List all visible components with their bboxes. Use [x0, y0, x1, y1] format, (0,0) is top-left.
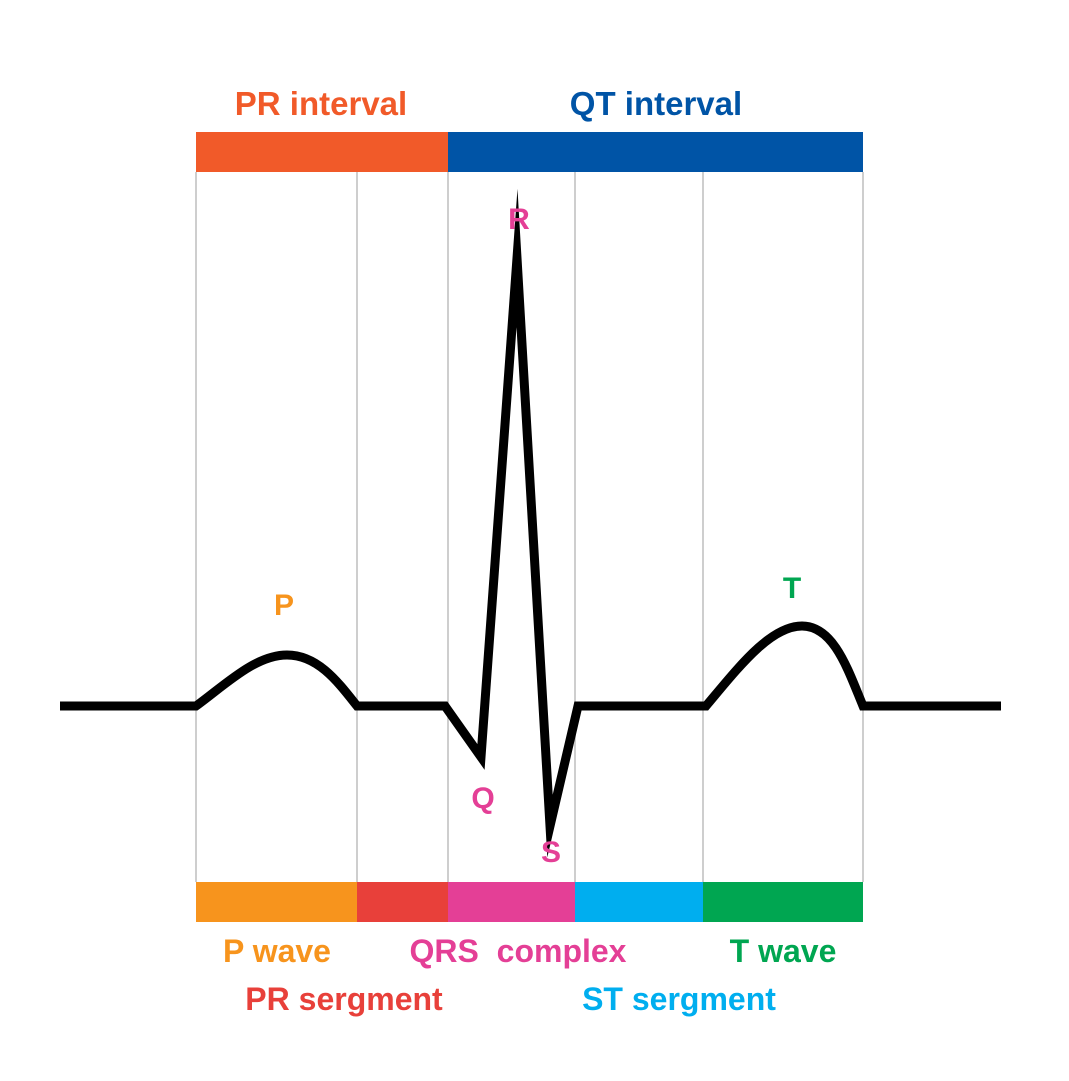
p-wave-label: P wave — [223, 933, 331, 969]
t-wave-label: T wave — [730, 933, 837, 969]
pr-segment-label: PR sergment — [245, 981, 443, 1017]
pr-interval-label: PR interval — [235, 85, 407, 122]
st-segment-bar — [575, 882, 703, 922]
qt-interval-bar — [448, 132, 863, 172]
pr-segment-bar — [357, 882, 448, 922]
qrs-complex-label: QRS complex — [410, 933, 627, 969]
t-wave-bar — [703, 882, 863, 922]
p-peak-label: P — [274, 589, 294, 622]
qrs-complex-bar — [448, 882, 575, 922]
st-segment-label: ST sergment — [582, 981, 776, 1017]
r-peak-label: R — [508, 203, 530, 236]
qt-interval-label: QT interval — [570, 85, 742, 122]
q-peak-label: Q — [471, 782, 494, 815]
t-peak-label: T — [783, 572, 801, 605]
divider-lines — [195, 172, 864, 882]
ecg-trace — [60, 188, 1001, 858]
s-peak-label: S — [541, 836, 561, 869]
pr-interval-bar — [196, 132, 448, 172]
p-wave-bar — [196, 882, 357, 922]
